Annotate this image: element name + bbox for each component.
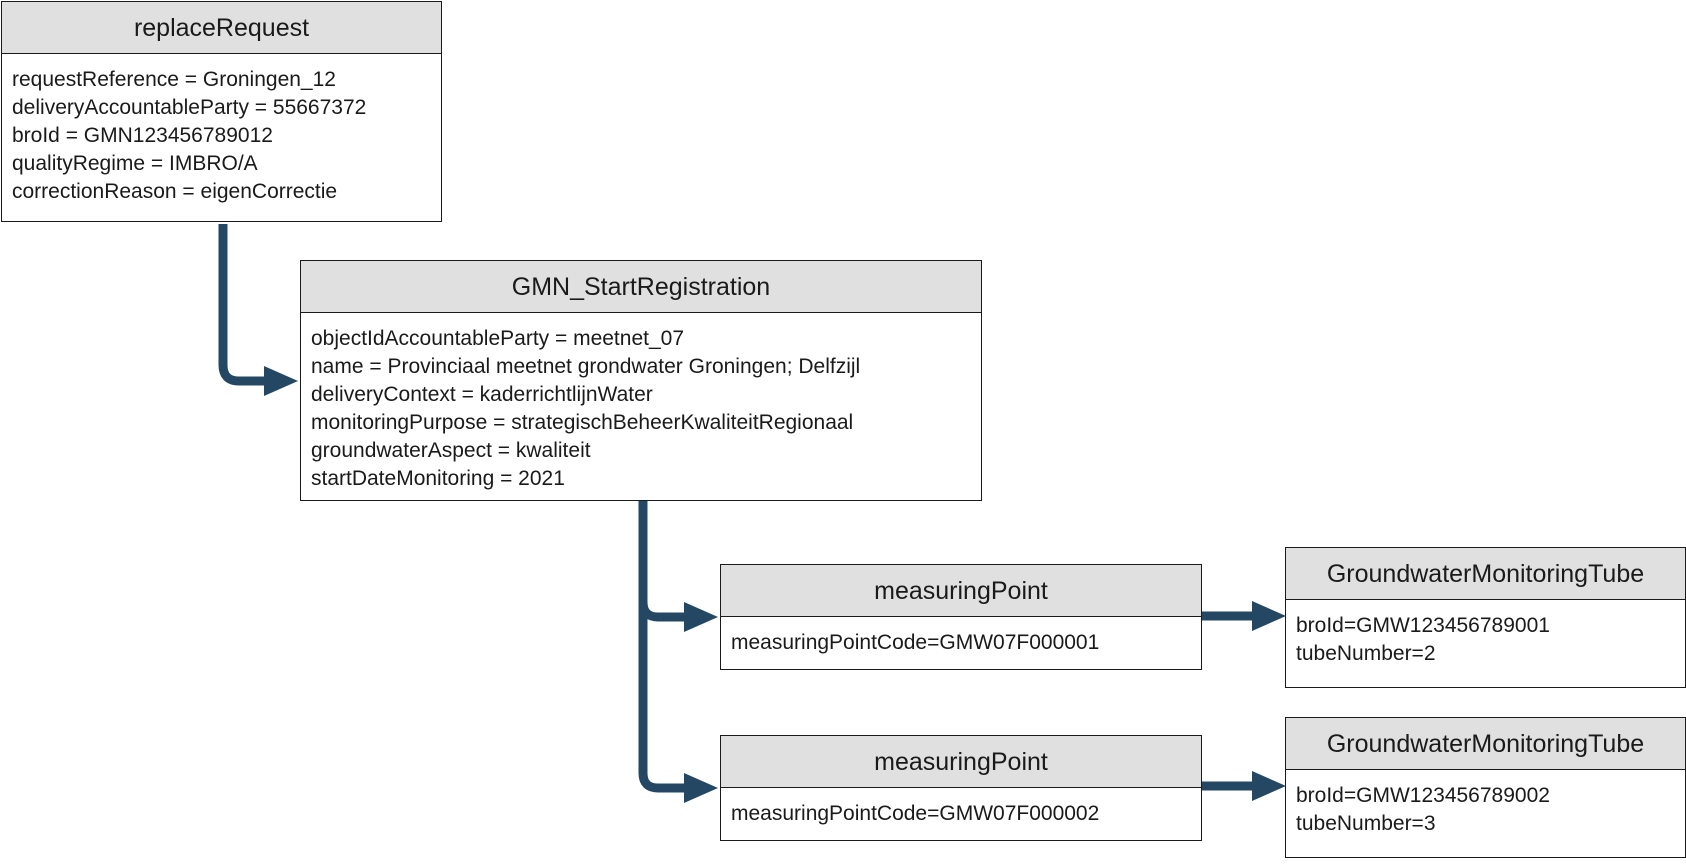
arrowhead-tube-1 (1252, 601, 1286, 631)
attribute-monitoring-purpose: monitoringPurpose = strategischBeheerKwa… (311, 411, 854, 434)
arrowhead-registration (264, 366, 298, 396)
attribute-measuring-point-code: measuringPointCode=GMW07F000002 (731, 802, 1100, 825)
measuring-point-attributes-1: measuringPointCode=GMW07F000001 (721, 617, 1201, 657)
measuring-point-title-1: measuringPoint (721, 565, 1201, 617)
replace-request-title: replaceRequest (2, 2, 441, 54)
attribute-groundwater-aspect: groundwaterAspect = kwaliteit (311, 439, 591, 462)
attribute-correction-reason: correctionReason = eigenCorrectie (12, 180, 338, 203)
monitoring-tube-attributes-2: broId=GMW123456789002 tubeNumber=3 (1286, 770, 1685, 838)
attribute-delivery-accountable-party: deliveryAccountableParty = 55667372 (12, 96, 367, 119)
measuring-point-attributes-2: measuringPointCode=GMW07F000002 (721, 788, 1201, 828)
monitoring-tube-box-1: GroundwaterMonitoringTube broId=GMW12345… (1285, 547, 1686, 688)
measuring-point-title-2: measuringPoint (721, 736, 1201, 788)
attribute-tube-number: tubeNumber=2 (1296, 642, 1436, 665)
monitoring-tube-attributes-1: broId=GMW123456789001 tubeNumber=2 (1286, 600, 1685, 668)
arrowhead-point-2 (684, 773, 718, 803)
connector-request-to-registration (218, 224, 266, 386)
start-registration-title: GMN_StartRegistration (301, 261, 981, 313)
attribute-name: name = Provinciaal meetnet grondwater Gr… (311, 355, 861, 378)
start-registration-attributes: objectIdAccountableParty = meetnet_07 na… (301, 313, 981, 493)
attribute-measuring-point-code: measuringPointCode=GMW07F000001 (731, 631, 1100, 654)
replace-request-attributes: requestReference = Groningen_12 delivery… (2, 54, 441, 206)
attribute-delivery-context: deliveryContext = kaderrichtlijnWater (311, 383, 653, 406)
attribute-bro-id: broId=GMW123456789001 (1296, 614, 1550, 637)
connector-registration-to-point-2 (638, 602, 686, 793)
connector-registration-to-point-1 (638, 500, 686, 622)
attribute-bro-id: broId=GMW123456789002 (1296, 784, 1550, 807)
replace-request-box: replaceRequest requestReference = Gronin… (1, 1, 442, 222)
attribute-quality-regime: qualityRegime = IMBRO/A (12, 152, 258, 175)
monitoring-tube-title-1: GroundwaterMonitoringTube (1286, 548, 1685, 600)
start-registration-box: GMN_StartRegistration objectIdAccountabl… (300, 260, 982, 501)
attribute-request-reference: requestReference = Groningen_12 (12, 68, 336, 91)
measuring-point-box-1: measuringPoint measuringPointCode=GMW07F… (720, 564, 1202, 670)
arrowhead-tube-2 (1252, 771, 1286, 801)
arrowhead-point-1 (684, 602, 718, 632)
attribute-start-date-monitoring: startDateMonitoring = 2021 (311, 467, 565, 490)
attribute-bro-id: broId = GMN123456789012 (12, 124, 273, 147)
monitoring-tube-box-2: GroundwaterMonitoringTube broId=GMW12345… (1285, 717, 1686, 858)
attribute-tube-number: tubeNumber=3 (1296, 812, 1436, 835)
monitoring-tube-title-2: GroundwaterMonitoringTube (1286, 718, 1685, 770)
measuring-point-box-2: measuringPoint measuringPointCode=GMW07F… (720, 735, 1202, 841)
attribute-object-id-accountable-party: objectIdAccountableParty = meetnet_07 (311, 327, 684, 350)
